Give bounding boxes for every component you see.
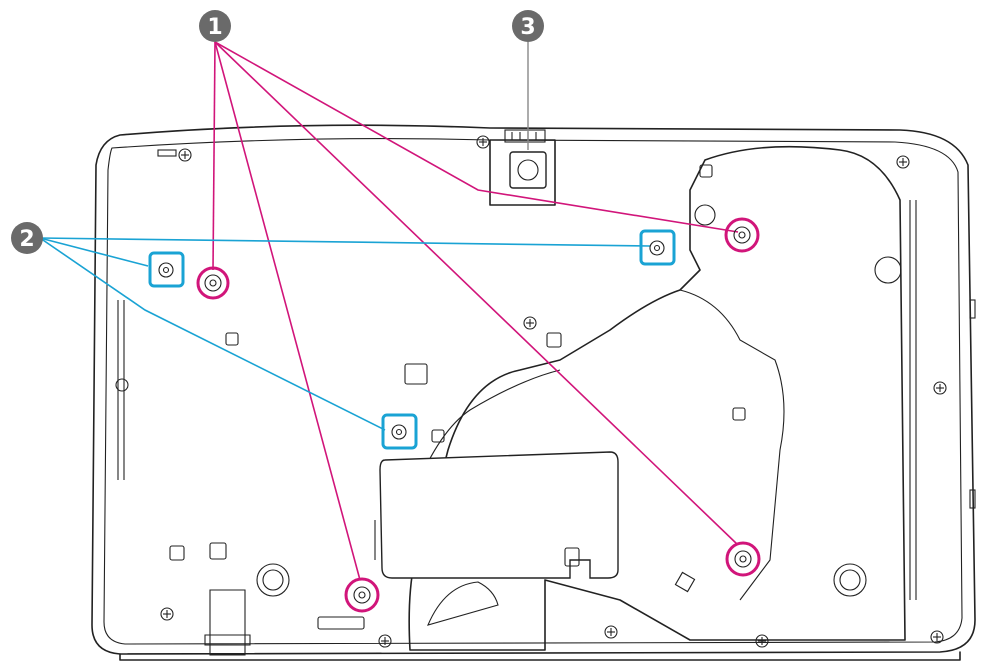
callout-badge-3: 3 <box>512 10 544 42</box>
mount-ring-bottom-left <box>344 577 380 613</box>
screw-square-center <box>381 413 418 450</box>
callout-2-lines <box>39 237 651 431</box>
mount-point-rings <box>196 217 761 613</box>
callout-badge-1-label: 1 <box>207 15 222 40</box>
callout-1-lines <box>212 41 739 581</box>
small-details <box>115 135 947 656</box>
screw-square-right <box>639 229 676 266</box>
mount-ring-top-right <box>724 217 760 253</box>
mount-ring-top-left <box>196 266 230 300</box>
screw-hole-squares <box>148 229 676 450</box>
center-cover <box>374 451 619 579</box>
callout-badge-1: 1 <box>199 10 231 42</box>
callout-badge-3-label: 3 <box>520 15 535 40</box>
callout-badge-2-label: 2 <box>19 227 34 252</box>
mount-ring-bottom-right <box>725 541 761 577</box>
screw-square-left <box>148 251 185 288</box>
callout-badge-2: 2 <box>11 222 43 254</box>
top-bracket <box>489 129 556 206</box>
projector-body <box>91 124 976 661</box>
